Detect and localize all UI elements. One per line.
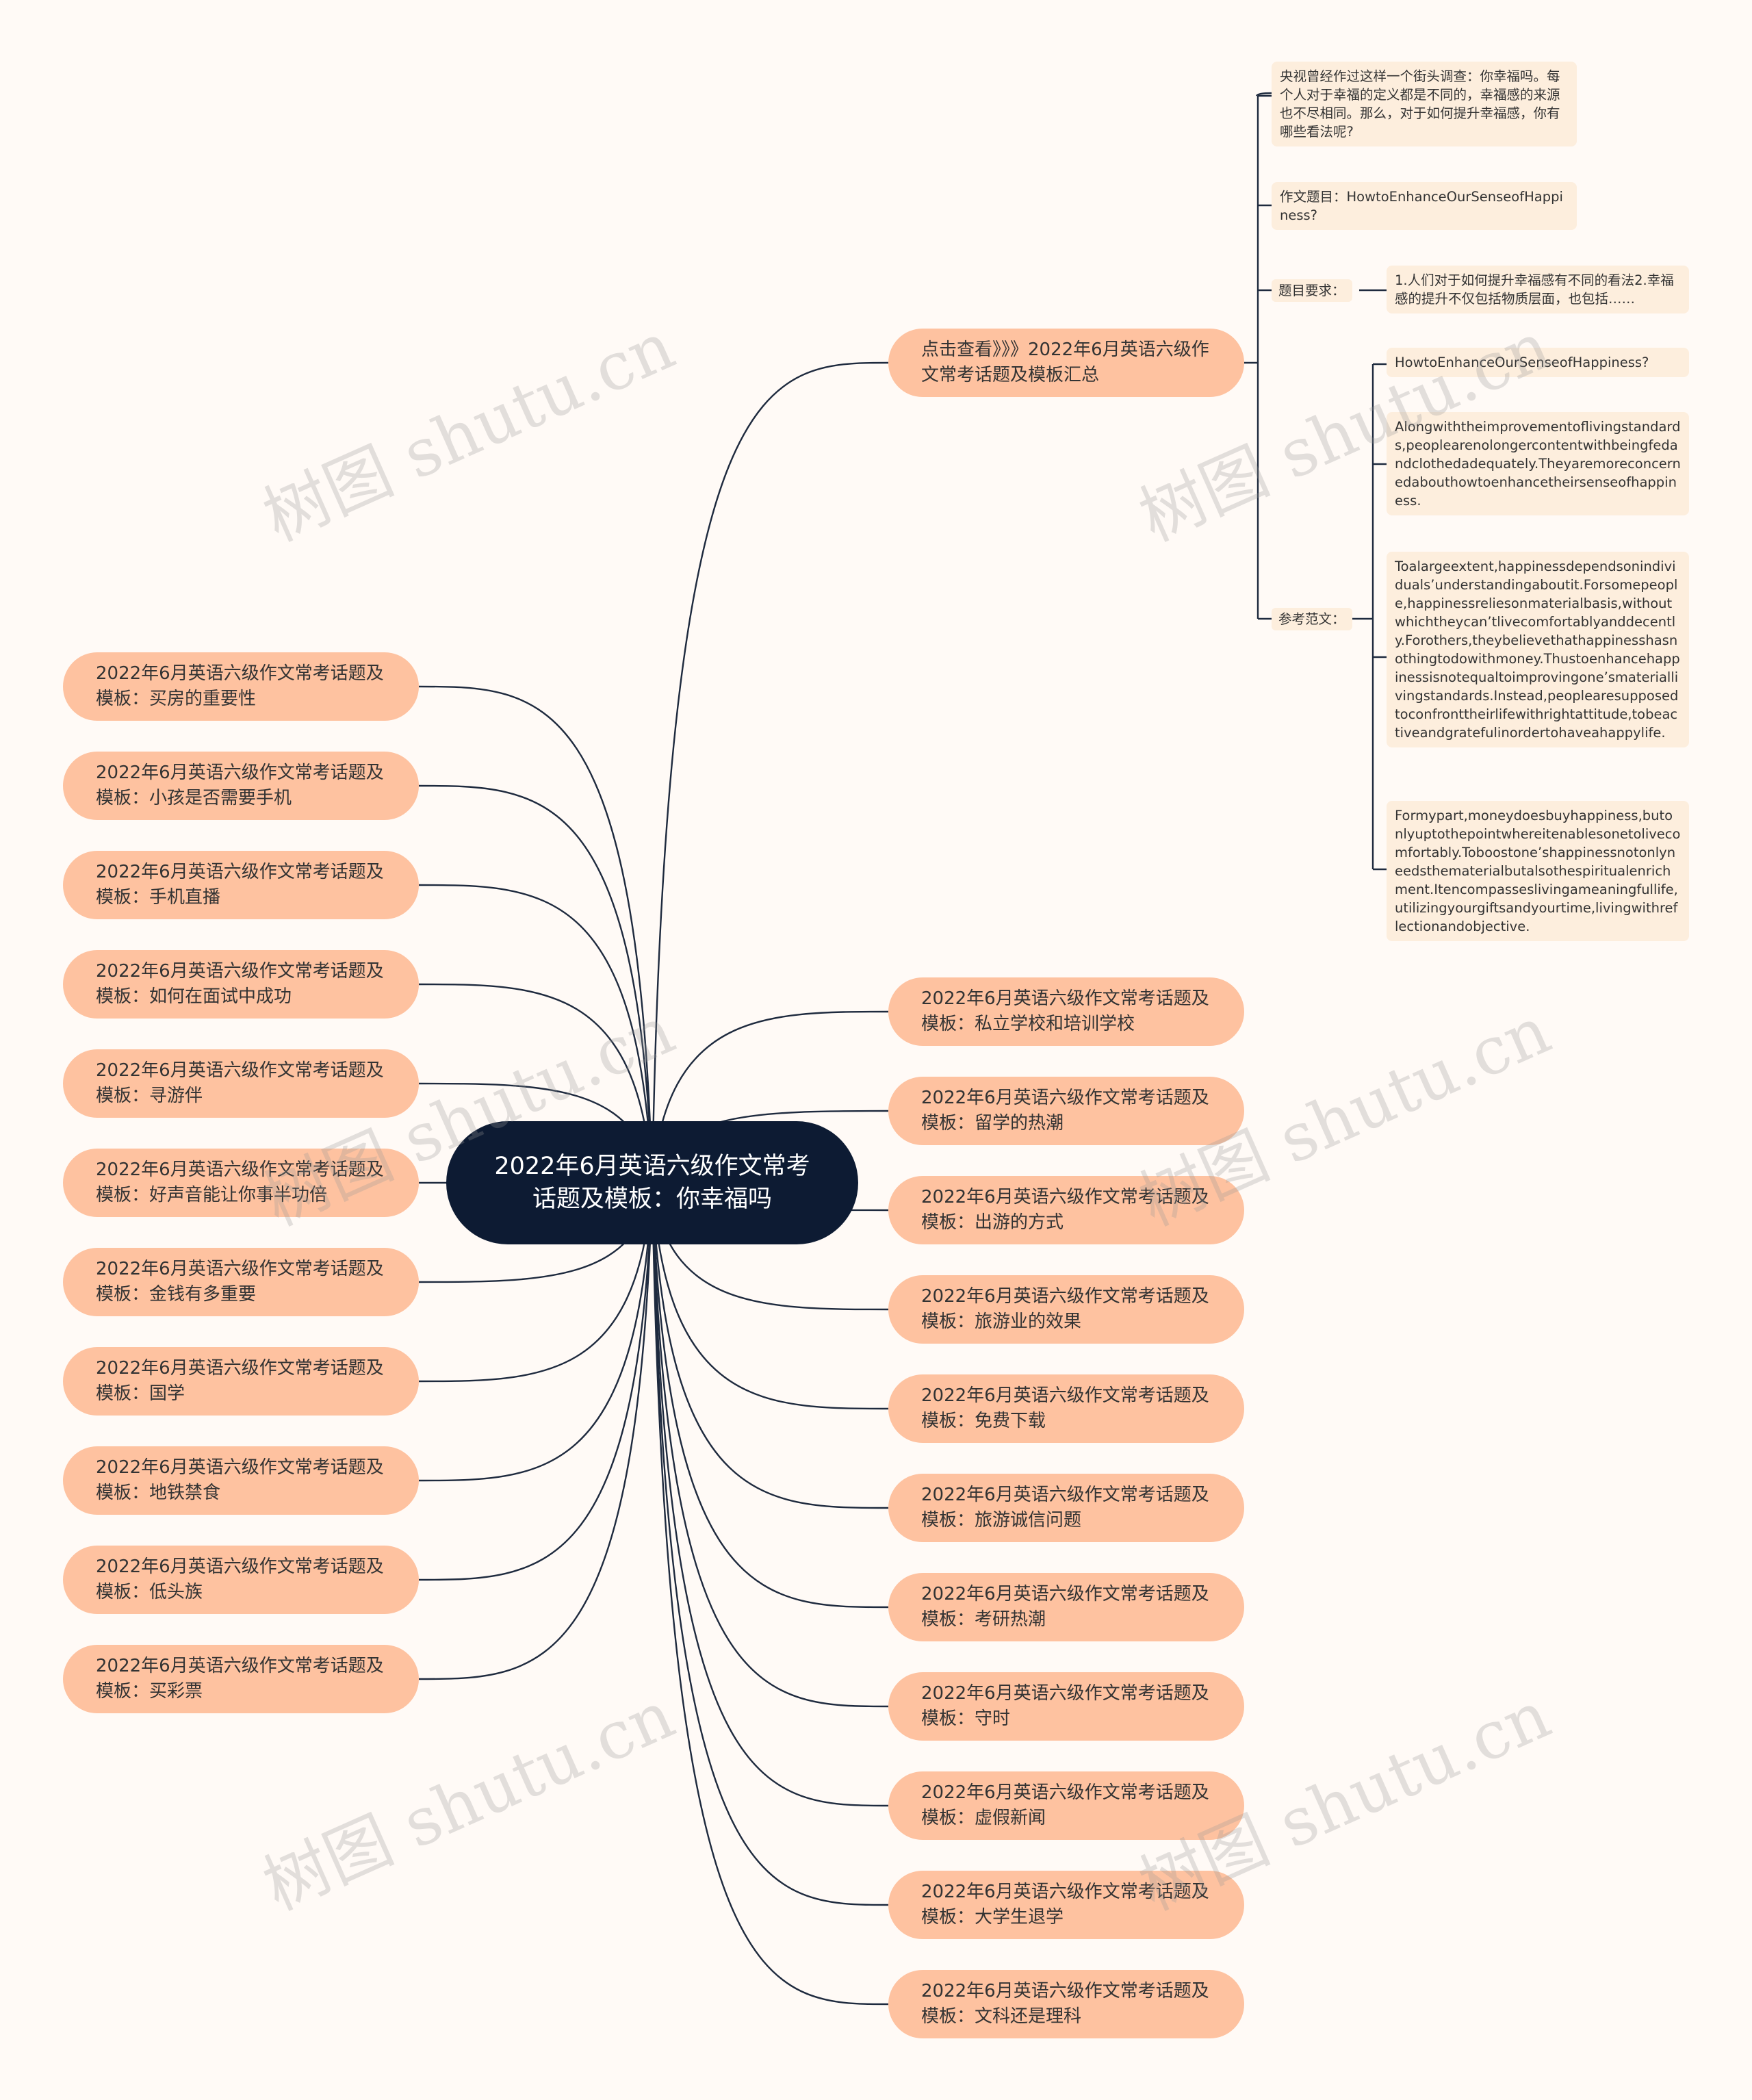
topic-note: 作文题目：HowtoEnhanceOurSenseofHappiness?: [1272, 182, 1577, 230]
branch-text: 2022年6月英语六级作文常考话题及模板：买彩票: [96, 1656, 384, 1702]
branch-text: 2022年6月英语六级作文常考话题及模板：守时: [921, 1683, 1209, 1729]
sample-paragraph: Alongwiththeimprovementoflivingstandards…: [1387, 412, 1689, 515]
branch-text: 2022年6月英语六级作文常考话题及模板：国学: [96, 1358, 384, 1404]
branch-right[interactable]: 2022年6月英语六级作文常考话题及模板：考研热潮: [888, 1573, 1244, 1641]
branch-left[interactable]: 2022年6月英语六级作文常考话题及模板：如何在面试中成功: [63, 950, 419, 1019]
branch-text: 2022年6月英语六级作文常考话题及模板：买房的重要性: [96, 663, 384, 709]
connector-line: [418, 1182, 654, 1680]
connector-line: [418, 1182, 654, 1482]
sample-paragraph-text: HowtoEnhanceOurSenseofHappiness?: [1395, 355, 1649, 370]
intro-note: 央视曾经作过这样一个街头调查：你幸福吗。每个人对于幸福的定义都是不同的，幸福感的…: [1272, 62, 1577, 146]
central-topic-text: 2022年6月英语六级作文常考话题及模板：你幸福吗: [494, 1153, 810, 1213]
branch-text: 2022年6月英语六级作文常考话题及模板：低头族: [96, 1557, 384, 1602]
branch-text: 2022年6月英语六级作文常考话题及模板：免费下载: [921, 1385, 1209, 1431]
requirement-note: 1.人们对于如何提升幸福感有不同的看法2.幸福感的提升不仅包括物质层面，也包括……: [1387, 266, 1689, 313]
branch-left[interactable]: 2022年6月英语六级作文常考话题及模板：地铁禁食: [63, 1446, 419, 1515]
branch-text: 2022年6月英语六级作文常考话题及模板：旅游诚信问题: [921, 1485, 1209, 1531]
requirement-label: 题目要求：: [1272, 279, 1352, 302]
sample-paragraph: HowtoEnhanceOurSenseofHappiness?: [1387, 348, 1689, 377]
requirement-label-text: 题目要求：: [1278, 283, 1345, 298]
sample-label-text: 参考范文：: [1278, 611, 1345, 627]
branch-text: 2022年6月英语六级作文常考话题及模板：地铁禁食: [96, 1457, 384, 1503]
branch-summary-link[interactable]: 点击查看》》》2022年6月英语六级作文常考话题及模板汇总: [888, 329, 1244, 397]
branch-right[interactable]: 2022年6月英语六级作文常考话题及模板：守时: [888, 1672, 1244, 1741]
sample-label: 参考范文：: [1272, 608, 1352, 630]
central-topic[interactable]: 2022年6月英语六级作文常考话题及模板：你幸福吗: [446, 1121, 858, 1244]
branch-right[interactable]: 2022年6月英语六级作文常考话题及模板：虚假新闻: [888, 1771, 1244, 1840]
branch-text: 2022年6月英语六级作文常考话题及模板：文科还是理科: [921, 1981, 1209, 2027]
branch-text: 2022年6月英语六级作文常考话题及模板：如何在面试中成功: [96, 961, 384, 1007]
connector-line: [651, 1182, 889, 1807]
branch-right[interactable]: 2022年6月英语六级作文常考话题及模板：私立学校和培训学校: [888, 977, 1244, 1046]
branch-text: 2022年6月英语六级作文常考话题及模板：留学的热潮: [921, 1088, 1209, 1134]
branch-left[interactable]: 2022年6月英语六级作文常考话题及模板：寻游伴: [63, 1049, 419, 1118]
branch-right[interactable]: 2022年6月英语六级作文常考话题及模板：大学生退学: [888, 1871, 1244, 1939]
connector-line: [651, 1010, 889, 1183]
connector-line: [651, 1182, 889, 1708]
branch-left[interactable]: 2022年6月英语六级作文常考话题及模板：买房的重要性: [63, 652, 419, 721]
requirement-note-text: 1.人们对于如何提升幸福感有不同的看法2.幸福感的提升不仅包括物质层面，也包括……: [1395, 272, 1674, 307]
branch-right[interactable]: 2022年6月英语六级作文常考话题及模板：免费下载: [888, 1374, 1244, 1443]
branch-left[interactable]: 2022年6月英语六级作文常考话题及模板：国学: [63, 1347, 419, 1416]
branch-text: 2022年6月英语六级作文常考话题及模板：旅游业的效果: [921, 1286, 1209, 1332]
intro-note-text: 央视曾经作过这样一个街头调查：你幸福吗。每个人对于幸福的定义都是不同的，幸福感的…: [1280, 68, 1560, 140]
connector-line: [651, 361, 889, 1183]
connector-line: [651, 1182, 889, 1509]
branch-text: 2022年6月英语六级作文常考话题及模板：大学生退学: [921, 1882, 1209, 1928]
branch-text: 2022年6月英语六级作文常考话题及模板：虚假新闻: [921, 1782, 1209, 1828]
branch-text: 2022年6月英语六级作文常考话题及模板：金钱有多重要: [96, 1259, 384, 1305]
branch-left[interactable]: 2022年6月英语六级作文常考话题及模板：买彩票: [63, 1645, 419, 1713]
branch-right[interactable]: 2022年6月英语六级作文常考话题及模板：旅游业的效果: [888, 1275, 1244, 1344]
branch-text: 2022年6月英语六级作文常考话题及模板：考研热潮: [921, 1584, 1209, 1630]
connector-line: [651, 1182, 889, 1609]
connector-line: [418, 784, 654, 1183]
connector-line: [651, 1182, 889, 1906]
connector-line: [418, 1182, 654, 1383]
branch-summary-text: 点击查看》》》2022年6月英语六级作文常考话题及模板汇总: [921, 340, 1209, 385]
branch-text: 2022年6月英语六级作文常考话题及模板：小孩是否需要手机: [96, 763, 384, 808]
branch-text: 2022年6月英语六级作文常考话题及模板：私立学校和培训学校: [921, 988, 1209, 1034]
branch-text: 2022年6月英语六级作文常考话题及模板：好声音能让你事半功倍: [96, 1160, 384, 1205]
branch-left[interactable]: 2022年6月英语六级作文常考话题及模板：小孩是否需要手机: [63, 752, 419, 820]
branch-left[interactable]: 2022年6月英语六级作文常考话题及模板：好声音能让你事半功倍: [63, 1149, 419, 1217]
sample-paragraph-text: Toalargeextent,happinessdependsonindivid…: [1395, 559, 1680, 741]
branch-right[interactable]: 2022年6月英语六级作文常考话题及模板：出游的方式: [888, 1176, 1244, 1244]
sample-paragraph-text: Alongwiththeimprovementoflivingstandards…: [1395, 419, 1681, 509]
sample-paragraph: Toalargeextent,happinessdependsonindivid…: [1387, 552, 1689, 747]
branch-right[interactable]: 2022年6月英语六级作文常考话题及模板：旅游诚信问题: [888, 1474, 1244, 1542]
connector-line: [418, 685, 654, 1183]
branch-text: 2022年6月英语六级作文常考话题及模板：手机直播: [96, 862, 384, 908]
connector-line: [1255, 92, 1272, 97]
topic-note-text: 作文题目：HowtoEnhanceOurSenseofHappiness?: [1280, 189, 1563, 223]
branch-text: 2022年6月英语六级作文常考话题及模板：出游的方式: [921, 1187, 1209, 1233]
connector-line: [418, 884, 654, 1183]
connector-line: [418, 1182, 654, 1581]
branch-right[interactable]: 2022年6月英语六级作文常考话题及模板：文科还是理科: [888, 1970, 1244, 2038]
branch-left[interactable]: 2022年6月英语六级作文常考话题及模板：手机直播: [63, 851, 419, 919]
branch-right[interactable]: 2022年6月英语六级作文常考话题及模板：留学的热潮: [888, 1077, 1244, 1145]
branch-left[interactable]: 2022年6月英语六级作文常考话题及模板：金钱有多重要: [63, 1248, 419, 1316]
branch-left[interactable]: 2022年6月英语六级作文常考话题及模板：低头族: [63, 1546, 419, 1614]
connector-line: [418, 983, 654, 1183]
connector-line: [651, 1182, 889, 1410]
sample-paragraph: Formypart,moneydoesbuyhappiness,butonlyu…: [1387, 801, 1689, 941]
sample-paragraph-text: Formypart,moneydoesbuyhappiness,butonlyu…: [1395, 808, 1681, 934]
connector-line: [651, 1182, 889, 2006]
branch-text: 2022年6月英语六级作文常考话题及模板：寻游伴: [96, 1060, 384, 1106]
